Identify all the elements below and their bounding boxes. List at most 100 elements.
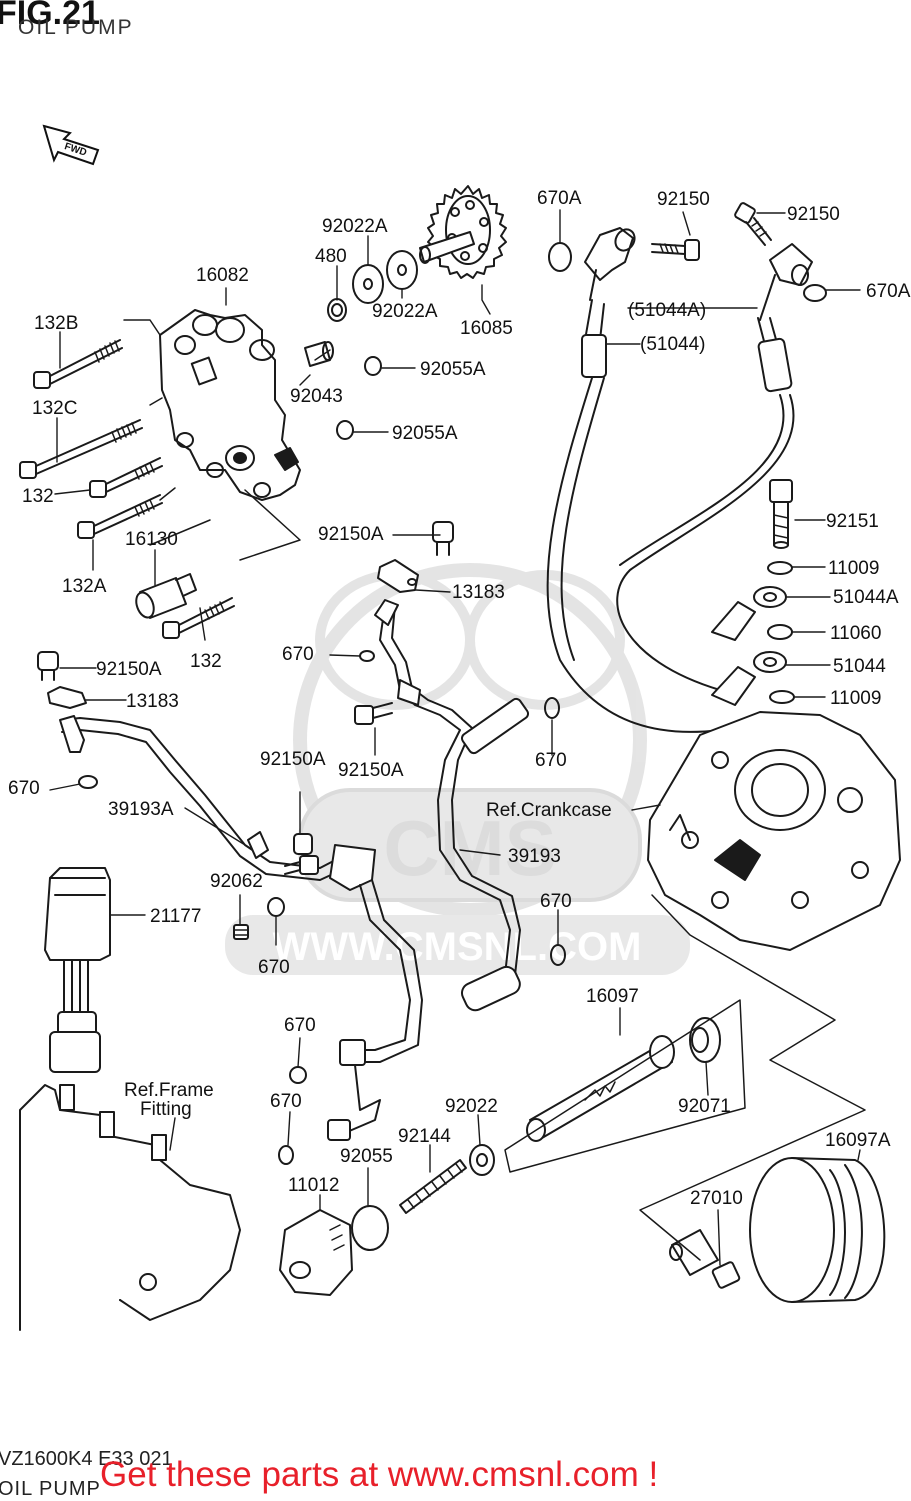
callout-label: 16130: [125, 529, 178, 550]
gear-16085: [419, 185, 507, 279]
callout-label: 92055A: [420, 359, 486, 380]
callout-label: 670: [282, 644, 314, 665]
washer-11060: [767, 624, 793, 640]
callout-label: 92150A: [260, 749, 326, 770]
plug-11012: [279, 1209, 353, 1296]
callout-label: 92150A: [338, 760, 404, 781]
callout-label: 92022A: [372, 301, 438, 322]
callout-label: 27010: [690, 1188, 743, 1209]
callout-label: 480: [315, 246, 347, 267]
bolt-132c: [19, 419, 143, 479]
cta-link[interactable]: Get these parts at www.cmsnl.com !: [100, 1455, 659, 1494]
washer-92022: [469, 1144, 495, 1176]
oil-pipe-39193: [374, 599, 530, 1012]
reference-lines: [123, 319, 866, 1261]
pipe-16130: [135, 573, 197, 619]
washer-11009-a: [767, 561, 793, 575]
callout-label: 92150A: [318, 524, 384, 545]
callout-labels: 1608248092022A92022A16085132B9204392055A…: [8, 188, 911, 1209]
callout-label: 670: [535, 750, 567, 771]
callout-label: 11009: [830, 688, 881, 709]
callout-label: Ref.Crankcase: [486, 800, 612, 821]
watermark-brand: CMS: [383, 804, 556, 892]
banjo-fitting-51044a: [711, 586, 787, 641]
callout-label: 39193: [508, 846, 561, 867]
figure-subtitle: OIL PUMP: [18, 16, 134, 39]
oil-hose-51044: [546, 299, 721, 733]
figure-code: VZ1600K4 E33 021: [0, 1448, 173, 1470]
callout-label: 92151: [826, 511, 879, 532]
callout-label: 670A: [537, 188, 582, 209]
callout-label: (51044): [640, 334, 706, 355]
o-ring-92055: [351, 1205, 389, 1251]
o-ring-92055a-lower: [336, 420, 354, 440]
set-screw-92062: [233, 924, 249, 940]
pressure-switch-27010: [669, 1229, 741, 1289]
callout-label: 51044: [833, 656, 886, 677]
callout-label: 92062: [210, 871, 263, 892]
callout-label: 670: [284, 1015, 316, 1036]
washer-92022a-b: [386, 250, 418, 290]
callout-label: 92043: [290, 386, 343, 407]
callout-label: 92022A: [322, 216, 388, 237]
plate-13183-upper: [377, 559, 419, 593]
callout-label: 132: [22, 486, 54, 507]
callout-label: 39193A: [108, 799, 174, 820]
callout-label: 92055: [340, 1146, 393, 1167]
callout-label: 92055A: [392, 423, 458, 444]
o-ring-670a-right: [803, 284, 827, 302]
bolt-92150-b: [734, 202, 772, 246]
hose-fitting-upper: [584, 227, 636, 301]
washer-92022a-a: [352, 264, 384, 304]
o-ring-670-c: [78, 775, 98, 789]
bolt-92150-a: [651, 239, 700, 261]
callout-label: 670: [258, 957, 290, 978]
callout-label: 21177: [150, 906, 201, 927]
callout-label: 132: [190, 651, 222, 672]
callout-label: 92150: [787, 204, 840, 225]
callout-label: 11009: [828, 558, 879, 579]
frame-fitting: [19, 1084, 241, 1331]
callout-label: 670: [270, 1091, 302, 1112]
callout-label: 92144: [398, 1126, 451, 1147]
callout-label: 51044A: [833, 587, 899, 608]
washer-11009-b: [769, 690, 795, 704]
callout-label: 132C: [32, 398, 77, 419]
footer-subtitle: OIL PUMP: [0, 1478, 101, 1500]
fwd-arrow: FWD: [42, 124, 100, 166]
bolt-92150a-mid: [354, 702, 393, 725]
callout-label: 92150A: [96, 659, 162, 680]
oil-filter-16097a: [749, 1157, 886, 1303]
plate-13183-left: [47, 686, 87, 709]
callout-label: 670: [540, 891, 572, 912]
callout-label: 13183: [452, 582, 505, 603]
callout-label: 670: [8, 778, 40, 799]
hose-fitting-right: [759, 243, 813, 321]
leader-lines: [49, 209, 861, 1266]
callout-label: 670A: [866, 281, 911, 302]
crankcase-section: [647, 711, 901, 951]
callout-label: 11012: [288, 1175, 339, 1196]
bolt-132: [89, 457, 163, 498]
spring-92144: [399, 1159, 467, 1214]
banjo-bolt-92150a-upper: [432, 521, 454, 556]
bolt-92150a-lower: [284, 855, 319, 875]
bolt-92150a-left: [37, 651, 59, 681]
callout-label: 132B: [34, 313, 78, 334]
oil-pipe-39193a: [59, 715, 423, 1141]
o-ring-670-f: [289, 1066, 307, 1084]
watermark-logo: CMS WWW.CMSNL.COM: [225, 563, 690, 975]
oil-seal-92071: [689, 1017, 721, 1063]
banjo-fitting-51044: [711, 651, 787, 706]
bolt-132-lower: [162, 597, 235, 639]
o-ring-670a-left: [548, 242, 572, 272]
oil-hose-51044a: [616, 317, 795, 691]
circlip-480: [327, 298, 347, 322]
o-ring-670-b: [544, 697, 560, 719]
callout-label: 11060: [830, 623, 881, 644]
o-ring-92055a-upper: [364, 356, 382, 376]
callout-label: 92071: [678, 1096, 731, 1117]
callout-label: 92150: [657, 189, 710, 210]
